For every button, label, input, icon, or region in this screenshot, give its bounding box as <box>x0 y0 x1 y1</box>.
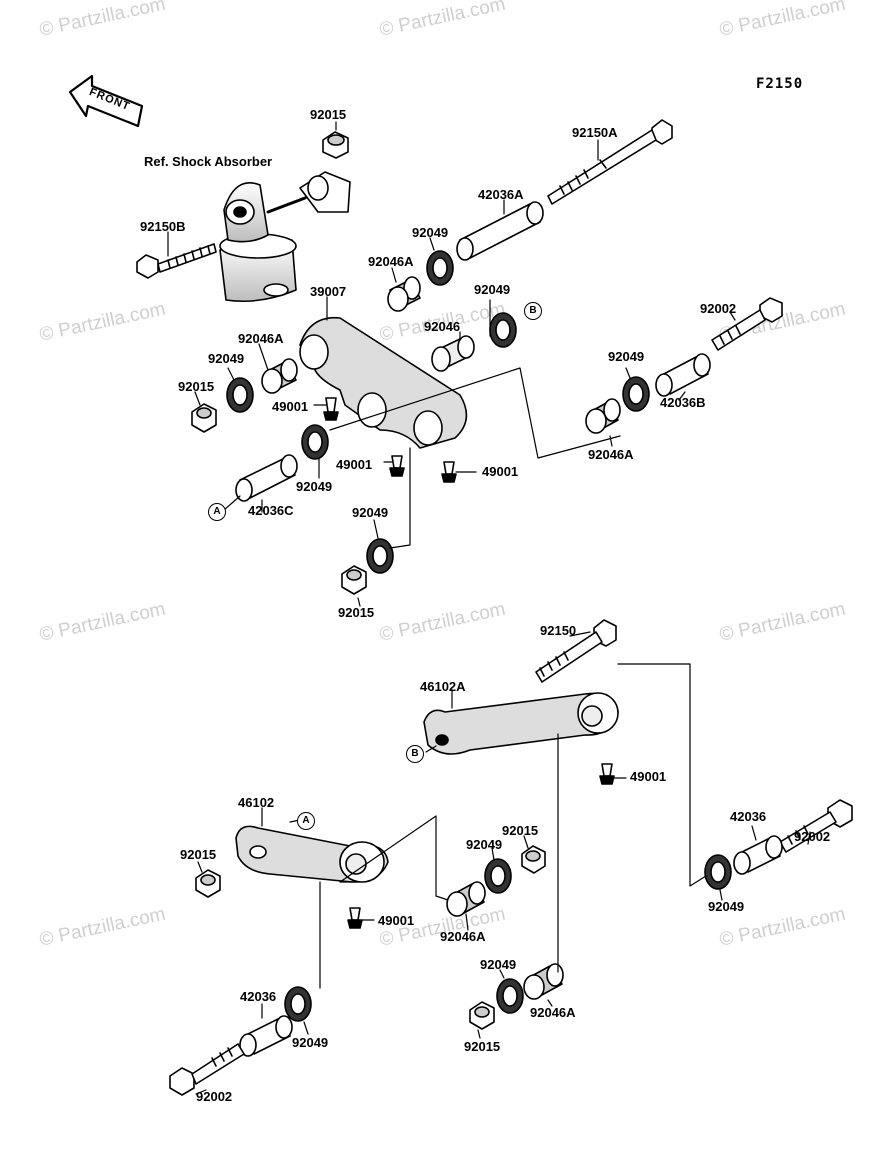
part-label: 92015 <box>180 847 217 862</box>
part-label: 42036B <box>660 395 706 410</box>
part-label: 92015 <box>178 379 215 394</box>
grease-nipple-49001-c <box>441 461 457 483</box>
sleeve-42036C <box>235 454 298 502</box>
part-label: 92150 <box>540 623 577 638</box>
nut-92015-c <box>341 565 367 595</box>
diagram-code: F2150 <box>756 76 804 92</box>
part-label: 92046A <box>588 447 634 462</box>
ref-shock-absorber-label: Ref. Shock Absorber <box>144 154 273 169</box>
grease-nipple-49001-e <box>347 907 363 929</box>
callout-circle-a: A <box>208 503 226 521</box>
seal-92049-f <box>622 376 650 412</box>
shock-absorber-shape <box>219 171 351 303</box>
nut-92015-b <box>191 403 217 433</box>
part-label: 92046A <box>368 254 414 269</box>
bolt-92150A <box>547 119 673 205</box>
part-label: 39007 <box>310 284 347 299</box>
grease-nipple-49001-a <box>323 397 339 421</box>
bolt-92150B <box>136 243 217 279</box>
link-46102A <box>423 692 619 755</box>
leader-lines-lower <box>195 631 811 1095</box>
rocker-arm-39007 <box>299 316 468 449</box>
part-label: 92002 <box>794 829 831 844</box>
link-46102 <box>235 825 389 883</box>
seal-92049-a <box>426 250 454 286</box>
bolt-92150 <box>535 619 617 683</box>
seal-92049-j <box>284 986 312 1022</box>
part-label: 92049 <box>480 957 517 972</box>
part-label: 92046A <box>530 1005 576 1020</box>
part-label: 49001 <box>272 399 309 414</box>
grease-nipple-49001-b <box>389 455 405 477</box>
part-label: 92002 <box>196 1089 233 1104</box>
part-label: 92049 <box>412 225 449 240</box>
part-label: 92049 <box>208 351 245 366</box>
sleeve-42036-right <box>733 835 783 875</box>
part-label: 92049 <box>292 1035 329 1050</box>
bearing-92046A-d <box>446 881 486 917</box>
nut-92015-e <box>521 845 546 874</box>
part-label: 42036C <box>248 503 294 518</box>
part-label: 92015 <box>338 605 375 620</box>
seal-92049-h <box>704 854 732 890</box>
part-label: 49001 <box>630 769 667 784</box>
front-arrow-icon <box>68 74 144 128</box>
part-label: 92046 <box>424 319 461 334</box>
part-label: 46102 <box>238 795 275 810</box>
sleeve-42036A <box>456 201 544 261</box>
part-label: 42036 <box>240 989 277 1004</box>
bearing-92046A-e <box>523 963 564 1000</box>
part-label: 92015 <box>310 107 347 122</box>
bearing-92046A-a <box>387 276 421 312</box>
part-label: 92046A <box>440 929 486 944</box>
grease-nipple-49001-d <box>599 763 615 785</box>
part-label: 49001 <box>378 913 415 928</box>
bolt-92002-left <box>169 1043 245 1096</box>
part-label: 92150A <box>572 125 618 140</box>
part-label: 92049 <box>296 479 333 494</box>
callout-circle-b: B <box>406 745 424 763</box>
bearing-92046A-c <box>585 398 621 434</box>
seal-92049-i <box>496 978 524 1014</box>
part-label: 92049 <box>352 505 389 520</box>
part-label: 92046A <box>238 331 284 346</box>
callout-circle-a: A <box>297 812 315 830</box>
part-label: 42036A <box>478 187 524 202</box>
part-label: 92049 <box>466 837 503 852</box>
seal-92049-c <box>226 377 254 413</box>
part-label: 49001 <box>482 464 519 479</box>
part-label: 92015 <box>502 823 539 838</box>
part-label: 92015 <box>464 1039 501 1054</box>
nut-92015-f <box>469 1001 495 1030</box>
part-label: 92150B <box>140 219 186 234</box>
part-label: 49001 <box>336 457 373 472</box>
part-label: 92049 <box>708 899 745 914</box>
sleeve-42036-left <box>239 1015 293 1057</box>
callout-circle-b: B <box>524 302 542 320</box>
sleeve-42036B <box>655 353 711 397</box>
nut-92015-d <box>195 869 221 898</box>
bearing-92046 <box>431 335 475 372</box>
seal-92049-b <box>489 312 517 348</box>
nut-92015-top <box>322 131 349 159</box>
part-label: 42036 <box>730 809 767 824</box>
part-label: 92049 <box>474 282 511 297</box>
seal-92049-g <box>484 858 512 894</box>
bearing-92046A-b <box>261 358 298 394</box>
bolt-92002-top <box>711 297 783 351</box>
bolt-92002-right <box>779 799 853 853</box>
seal-92049-d <box>301 424 329 460</box>
seal-92049-e <box>366 538 394 574</box>
part-label: 92049 <box>608 349 645 364</box>
leader-lines-upper <box>167 121 736 607</box>
part-label: 46102A <box>420 679 466 694</box>
part-label: 92002 <box>700 301 737 316</box>
